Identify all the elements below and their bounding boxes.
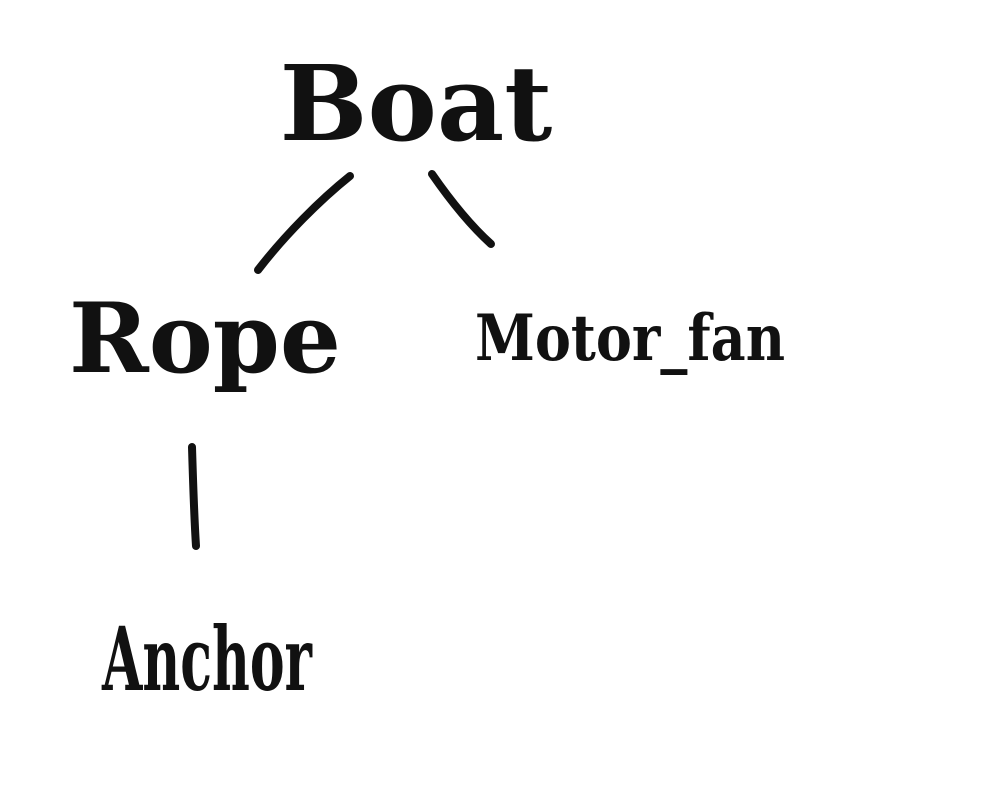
edge-rope-anchor xyxy=(188,443,200,550)
node-motor-fan: Motor_fan xyxy=(475,301,785,376)
node-anchor: Anchor xyxy=(101,607,313,711)
edge-boat-rope xyxy=(254,172,354,274)
node-rope: Rope xyxy=(69,282,341,395)
node-boat: Boat xyxy=(280,42,553,165)
edge-boat-motor-fan xyxy=(428,170,495,248)
